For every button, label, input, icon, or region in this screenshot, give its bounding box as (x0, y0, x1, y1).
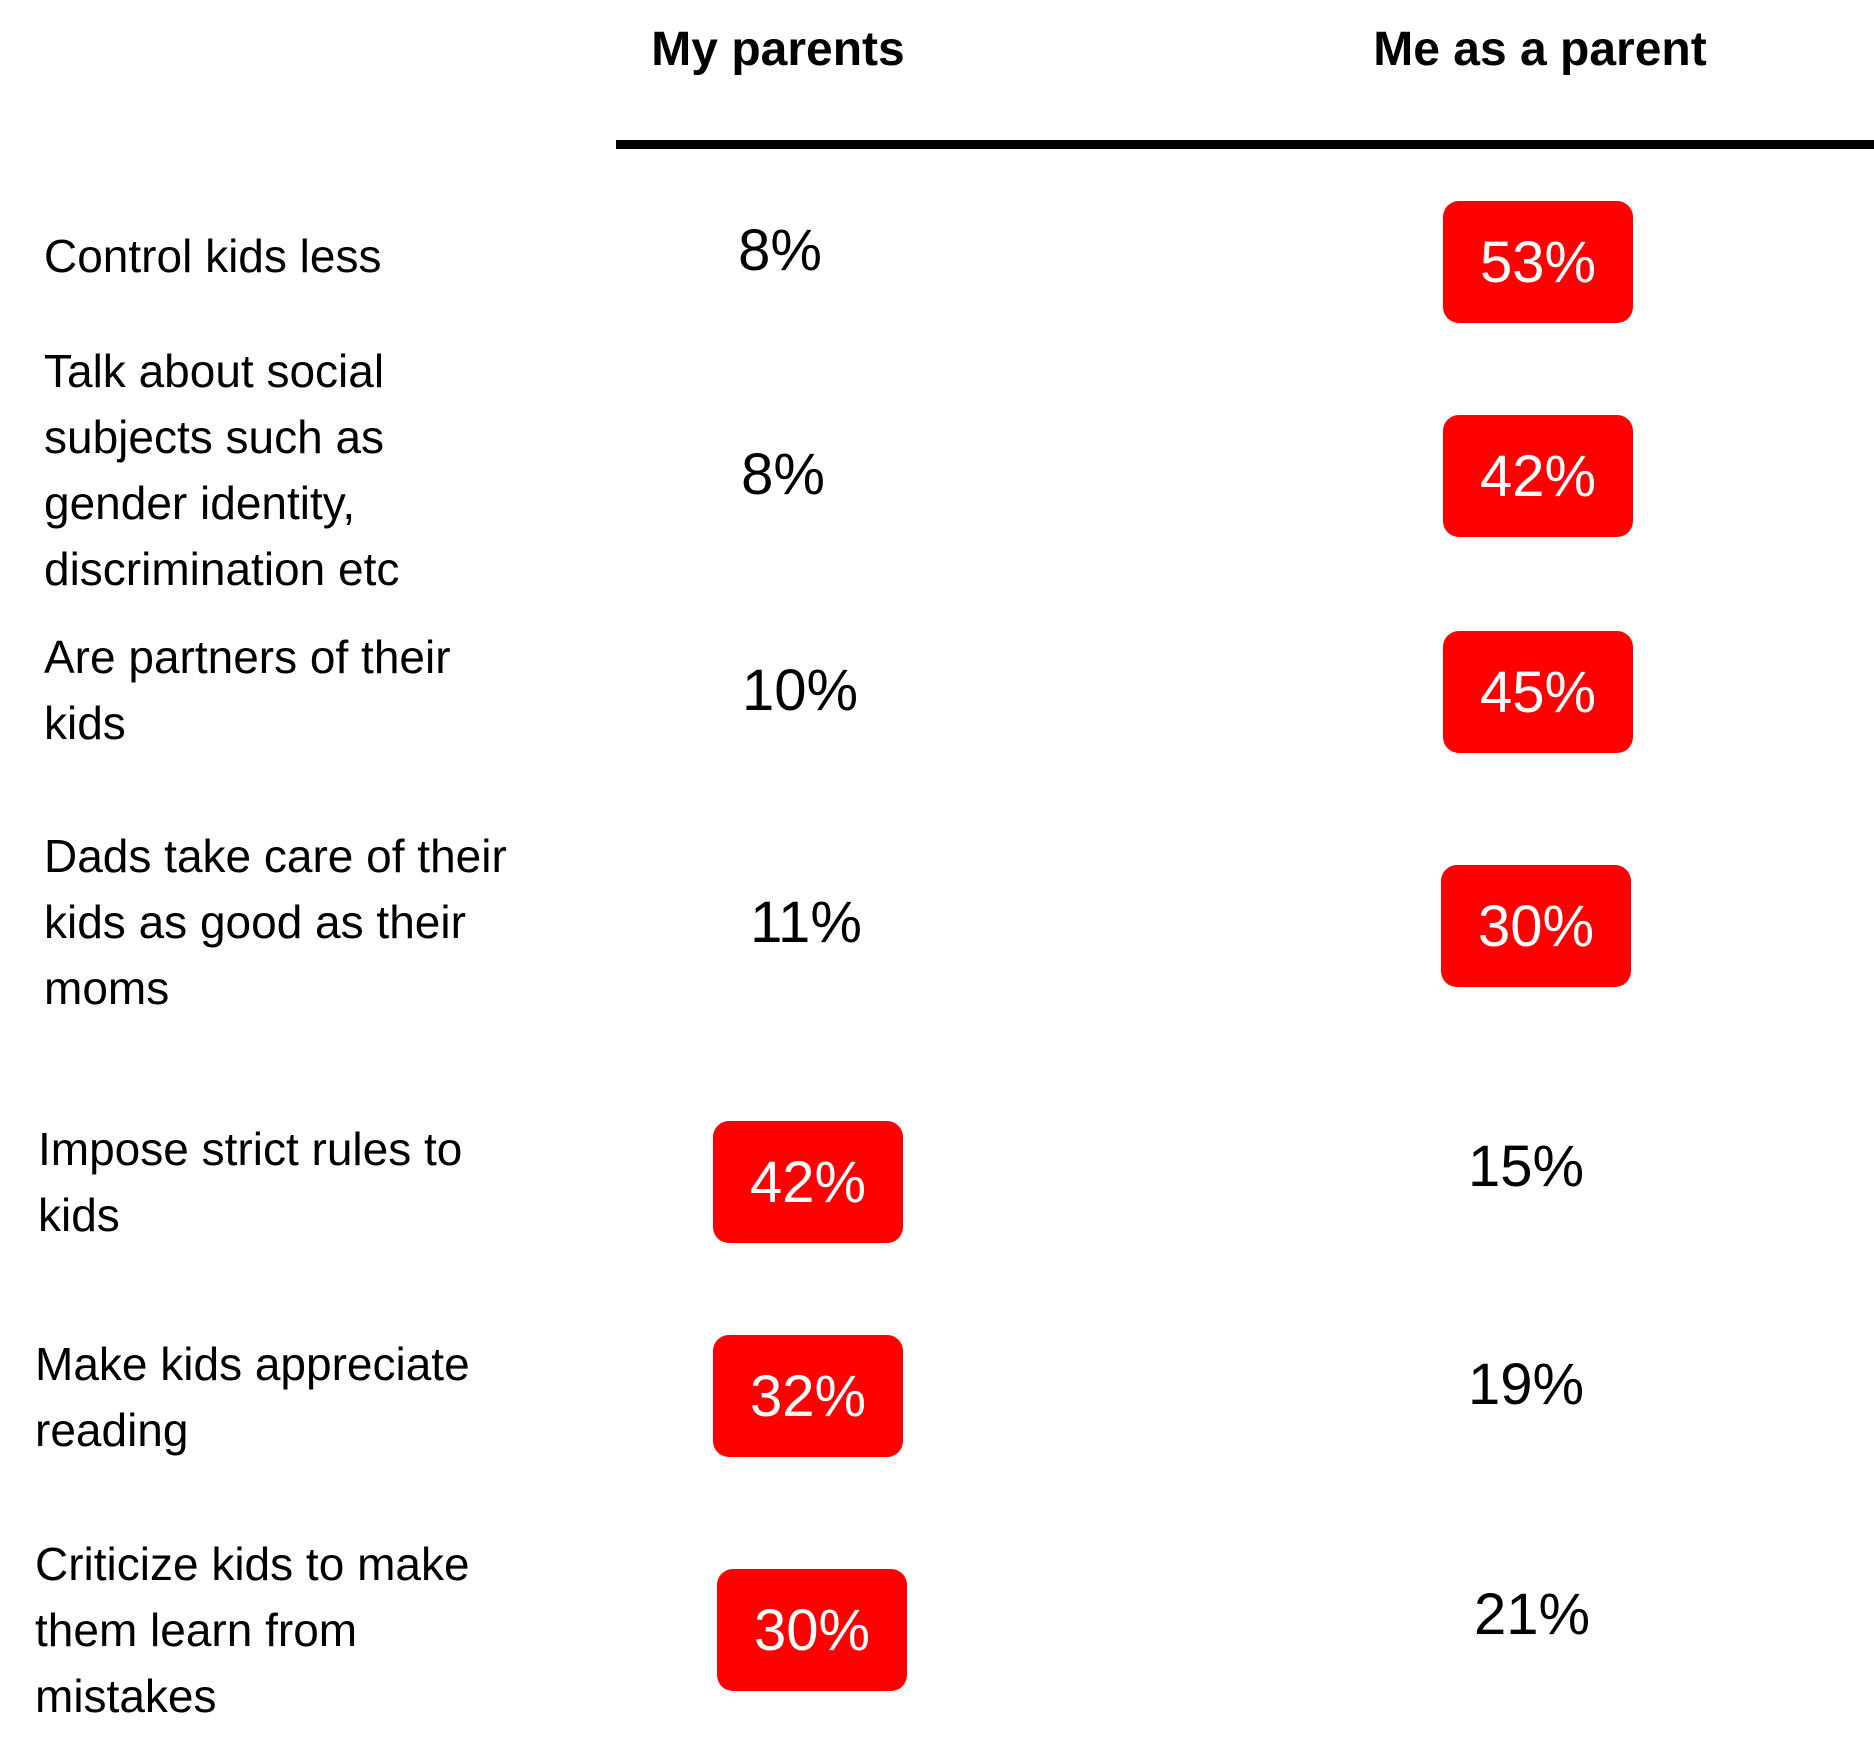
cell-my-parents: 11% (750, 889, 862, 955)
cell-my-parents: 8% (738, 217, 822, 283)
column-header-me-as-a-parent: Me as a parent (1373, 23, 1707, 76)
cell-me-as-a-parent: 15% (1467, 1133, 1585, 1199)
cell-me-as-a-parent: 42% (1443, 415, 1633, 537)
cell-me-as-a-parent: 45% (1443, 631, 1633, 753)
cell-my-parents: 30% (717, 1569, 907, 1691)
column-header-my-parents: My parents (651, 23, 905, 76)
cell-me-as-a-parent: 30% (1441, 865, 1631, 987)
cell-me-as-a-parent: 21% (1473, 1581, 1591, 1647)
row-label: Control kids less (44, 230, 382, 282)
row-label: Talk about social subjects such as gende… (44, 345, 400, 595)
header-divider (616, 140, 1874, 149)
cell-me-as-a-parent: 53% (1443, 201, 1633, 323)
row-label: Criticize kids to make them learn from m… (35, 1538, 470, 1722)
cell-my-parents: 32% (713, 1335, 903, 1457)
cell-me-as-a-parent: 19% (1467, 1351, 1585, 1417)
row-label: Make kids appreciate reading (35, 1338, 470, 1456)
row-label: Impose strict rules to kids (38, 1123, 463, 1241)
cell-my-parents: 8% (741, 441, 825, 507)
row-label: Are partners of their kids (44, 631, 451, 749)
row-label: Dads take care of their kids as good as … (44, 830, 507, 1014)
cell-my-parents: 10% (741, 657, 859, 723)
cell-my-parents: 42% (713, 1121, 903, 1243)
